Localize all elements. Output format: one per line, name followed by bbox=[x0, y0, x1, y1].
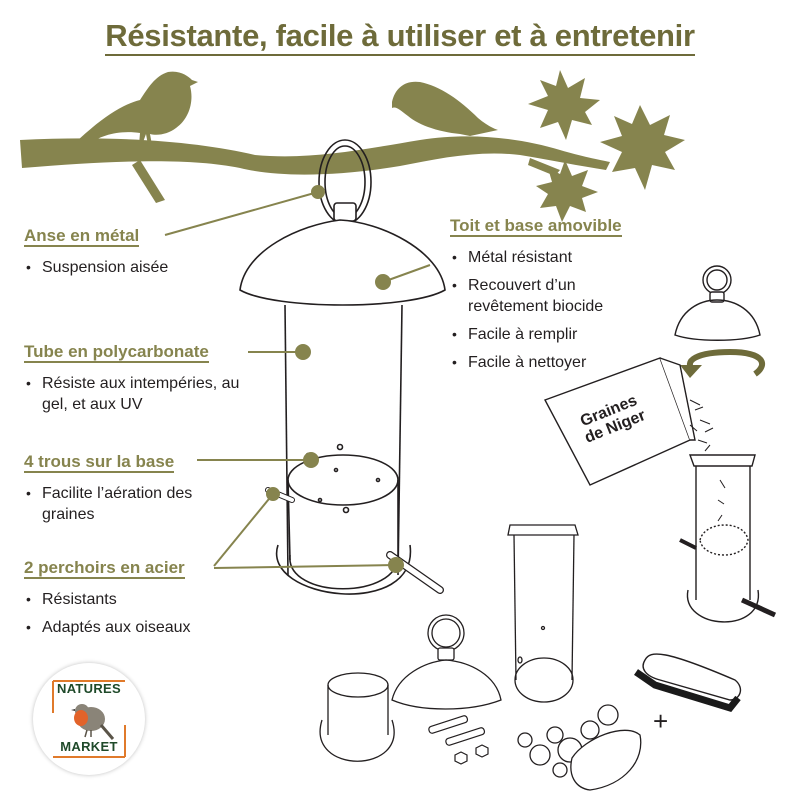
feature-bullet: Résiste aux intempéries, au gel, et aux … bbox=[24, 373, 264, 415]
sponge-icon bbox=[517, 704, 642, 791]
maple-leaf-icon bbox=[600, 105, 685, 190]
filled-feeder-illustration bbox=[679, 454, 777, 623]
feature-heading: 2 perchoirs en acier bbox=[24, 558, 185, 579]
logo-text-market: MARKET bbox=[60, 739, 118, 754]
feature-4-trous: 4 trous sur la base Facilite l’aération … bbox=[24, 452, 214, 532]
lid-illustration bbox=[674, 265, 761, 341]
logo-frame bbox=[52, 680, 126, 758]
feature-heading: Anse en métal bbox=[24, 226, 140, 247]
maple-leaf-icon bbox=[528, 70, 600, 140]
logo-text-natures: NATURES bbox=[57, 681, 121, 696]
feature-toit-base: Toit et base amovible Métal résistant Re… bbox=[450, 216, 660, 380]
brand-logo: NATURES MARKET bbox=[33, 663, 145, 775]
seed-bag-illustration bbox=[544, 357, 696, 486]
tube-part-illustration bbox=[507, 524, 579, 703]
robin-icon bbox=[71, 704, 115, 740]
feature-bullet: Facilite l’aération des graines bbox=[24, 483, 214, 525]
brush-icon bbox=[634, 653, 742, 713]
feature-heading: 4 trous sur la base bbox=[24, 452, 175, 473]
plus-sign: + bbox=[653, 706, 668, 736]
feature-bullet: Facile à remplir bbox=[450, 324, 660, 345]
page-title: Résistante, facile à utiliser et à entre… bbox=[0, 18, 800, 56]
feature-2-perchoirs: 2 perchoirs en acier Résistants Adaptés … bbox=[24, 558, 191, 645]
seeds-pouring bbox=[689, 399, 714, 452]
bird-silhouette-icon bbox=[392, 81, 498, 136]
nut-icon bbox=[454, 744, 489, 765]
lid-part-illustration bbox=[391, 614, 502, 710]
feature-bullet: Résistants bbox=[24, 589, 191, 610]
bird-silhouette-icon bbox=[78, 71, 198, 145]
feature-bullet: Métal résistant bbox=[450, 247, 660, 268]
feature-heading: Toit et base amovible bbox=[450, 216, 622, 237]
feature-bullet: Recouvert d’un revêtement biocide bbox=[450, 275, 660, 317]
rotate-arrow-icon bbox=[680, 348, 766, 378]
feature-bullet: Facile à nettoyer bbox=[450, 352, 660, 373]
feature-tube-polycarbonate: Tube en polycarbonate Résiste aux intemp… bbox=[24, 342, 264, 422]
screw-icon bbox=[428, 715, 486, 746]
feature-bullet: Suspension aisée bbox=[24, 257, 168, 278]
feature-bullet: Adaptés aux oiseaux bbox=[24, 617, 191, 638]
feature-heading: Tube en polycarbonate bbox=[24, 342, 209, 363]
feeder-illustration bbox=[239, 139, 446, 595]
feature-anse-en-metal: Anse en métal Suspension aisée bbox=[24, 226, 168, 285]
maple-leaf-icon bbox=[536, 160, 598, 222]
base-part-illustration bbox=[319, 672, 395, 762]
callout-lines bbox=[164, 185, 431, 573]
